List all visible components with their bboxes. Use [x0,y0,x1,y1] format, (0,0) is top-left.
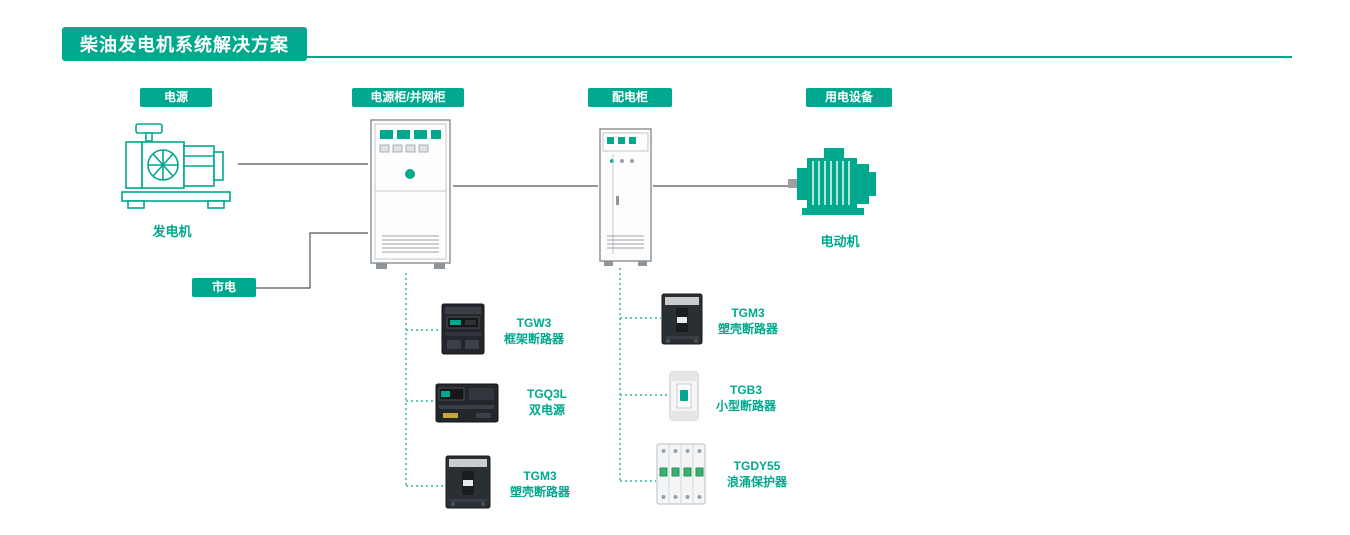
product-desc: 双电源 [528,403,565,417]
product-name: TGM3 [523,469,557,483]
product-name: TGB3 [729,383,762,397]
product-label-tgb3: TGB3 小型断路器 [704,382,788,414]
product-label-tgdy55: TGDY55 浪涌保护器 [712,458,802,490]
product-image-tgq3l-dual-power [435,383,499,423]
product-desc: 塑壳断路器 [717,322,778,336]
power-cabinet-drawing [370,119,451,269]
badge-distribution-cabinet: 配电柜 [588,88,672,107]
product-image-tgm3-mccb-left [445,455,491,509]
badge-mains: 市电 [192,278,256,297]
motor-drawing [788,148,876,215]
product-label-tgm3-left: TGM3 塑壳断路器 [498,468,582,500]
title-underline [62,56,1292,58]
product-label-tgw3: TGW3 框架断路器 [492,315,576,347]
generator-drawing [121,123,231,209]
product-desc: 塑壳断路器 [509,485,570,499]
page-title: 柴油发电机系统解决方案 [62,27,307,61]
product-name: TGM3 [731,306,765,320]
product-image-tgdy55-spd [656,443,706,505]
badge-electrical-equipment: 用电设备 [806,88,892,107]
badge-power-source: 电源 [140,88,212,107]
distribution-cabinet-drawing [599,128,652,266]
product-name: TGW3 [516,316,552,330]
badge-power-cabinet: 电源柜/并网柜 [352,88,464,107]
product-name: TGDY55 [733,459,781,473]
product-image-tgm3-mccb-right [661,293,703,345]
product-desc: 框架断路器 [503,332,564,346]
callout-lines-power-cabinet [405,273,445,487]
product-name: TGQ3L [526,387,567,401]
product-image-tgw3-frame-breaker [441,303,485,355]
generator-label: 发电机 [152,224,192,239]
line-mains-to-cabinet [256,232,368,289]
product-desc: 浪涌保护器 [726,475,787,489]
product-label-tgm3-right: TGM3 塑壳断路器 [706,305,790,337]
motor-label: 电动机 [820,234,860,249]
product-label-tgq3l: TGQ3L 双电源 [505,386,589,418]
product-desc: 小型断路器 [715,399,776,413]
product-image-tgb3-mcb [669,371,699,421]
